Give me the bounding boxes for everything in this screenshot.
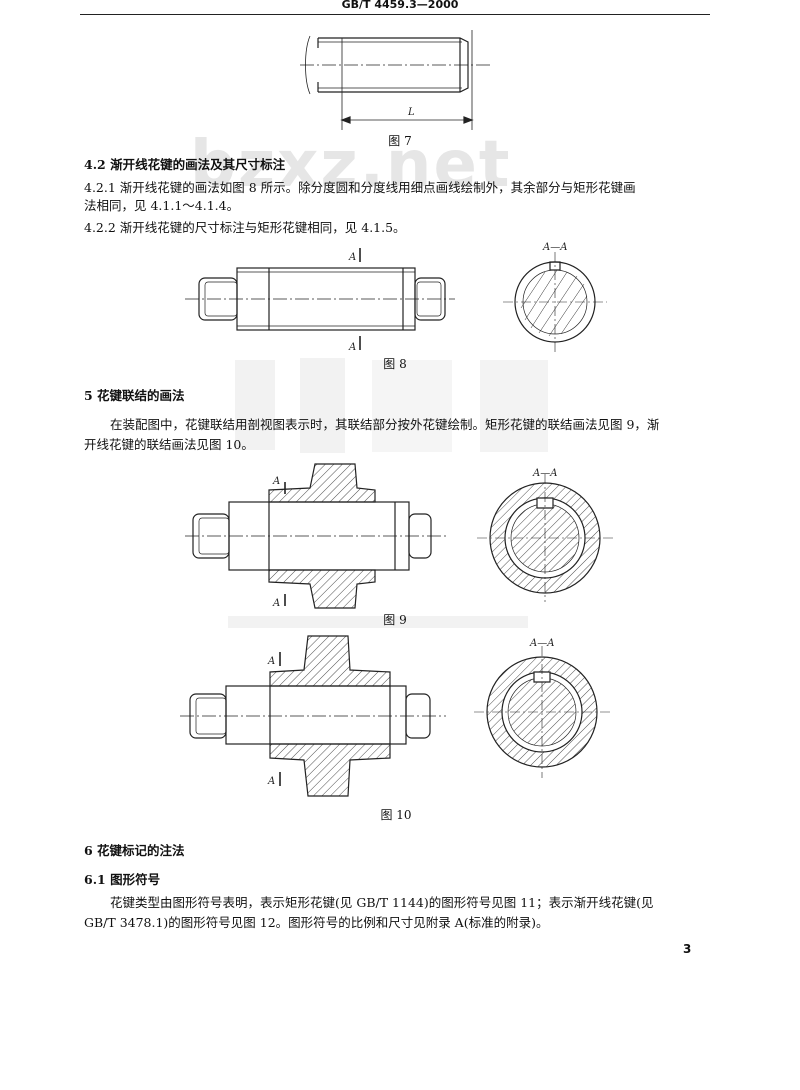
cut-label-top: A xyxy=(348,252,356,263)
watermark-text: bzxz.net xyxy=(190,128,512,202)
watermark-strip xyxy=(228,616,528,628)
para-4-2-2: 4.2.2 渐开线花键的尺寸标注与矩形花键相同，见 4.1.5。 xyxy=(84,220,406,235)
section-label: A—A xyxy=(532,468,557,479)
cut-label-bottom: A xyxy=(267,776,275,787)
watermark-block xyxy=(300,358,345,453)
figure-7-drawing: L xyxy=(300,30,490,130)
cut-label-top: A xyxy=(267,656,275,667)
para-4-2-1-line2: 法相同，见 4.1.1～4.1.4。 xyxy=(84,198,240,213)
section-5-heading: 5 花键联结的画法 xyxy=(84,388,185,403)
section-label: A—A xyxy=(542,242,567,253)
para-5-line2: 开线花键的联结画法见图 10。 xyxy=(84,437,254,452)
para-4-2-1-line1: 4.2.1 渐开线花键的画法如图 8 所示。除分度圆和分度线用细点画线绘制外，其… xyxy=(84,180,636,195)
figure-10-caption: 图 10 xyxy=(380,808,412,822)
page-number: 3 xyxy=(683,942,692,956)
para-6-1-line2: GB/T 3478.1)的图形符号见图 12。图形符号的比例和尺寸见附录 A(标… xyxy=(84,915,549,930)
dimension-label: L xyxy=(407,107,415,118)
cut-label-bottom: A xyxy=(348,342,356,353)
running-header: GB/T 4459.3—2000 xyxy=(341,0,459,11)
section-6-1-heading: 6.1 图形符号 xyxy=(84,872,161,887)
section-6-heading: 6 花键标记的注法 xyxy=(84,843,185,858)
para-5-line1: 在装配图中，花键联结用剖视图表示时，其联结部分按外花键绘制。矩形花键的联结画法见… xyxy=(110,417,660,432)
watermark-block xyxy=(372,360,452,452)
figure-7-caption: 图 7 xyxy=(388,134,412,148)
figure-9-caption: 图 9 xyxy=(383,613,407,627)
figure-9-drawing: A A A—A xyxy=(185,463,613,609)
header-rule xyxy=(80,14,710,15)
watermark-block xyxy=(480,360,548,452)
figure-8-caption: 图 8 xyxy=(383,357,407,371)
section-label: A—A xyxy=(529,638,554,649)
figure-10-drawing: A A A—A xyxy=(180,635,610,797)
cut-label-bottom: A xyxy=(272,598,280,609)
section-4-2-heading: 4.2 渐开线花键的画法及其尺寸标注 xyxy=(84,157,286,172)
figure-8-drawing: A A A—A xyxy=(185,242,607,353)
watermark-block xyxy=(235,360,275,450)
para-6-1-line1: 花键类型由图形符号表明，表示矩形花键(见 GB/T 1144)的图形符号见图 1… xyxy=(110,895,654,910)
cut-label-top: A xyxy=(272,476,280,487)
